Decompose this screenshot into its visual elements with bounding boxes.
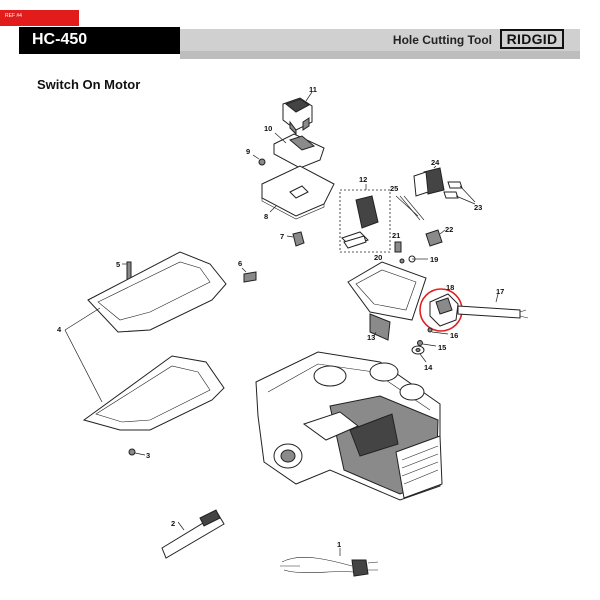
callout-19: 19 [430, 255, 438, 264]
part-2-label [161, 509, 225, 559]
callout-6: 6 [238, 259, 242, 268]
part-17-strain-relief [457, 293, 529, 319]
part-5-screw [122, 261, 132, 281]
part-18-highlighted-connector [419, 288, 463, 332]
motor-housing [255, 351, 443, 501]
callout-5: 5 [116, 260, 120, 269]
callout-9: 9 [246, 147, 250, 156]
callout-18: 18 [446, 283, 454, 292]
callout-11: 11 [309, 85, 317, 94]
header-accent [180, 51, 580, 59]
part-21-screw [394, 241, 402, 253]
part-24-circuit-breaker [413, 165, 445, 197]
callout-24: 24 [431, 158, 440, 167]
callout-3: 3 [146, 451, 150, 460]
part-8-mounting-plate [261, 165, 335, 220]
callout-21: 21 [392, 231, 400, 240]
part-1-power-cord [280, 548, 379, 577]
part-10-switch-plate [273, 132, 325, 169]
callout-25: 25 [390, 184, 398, 193]
part-25-wires [395, 195, 425, 221]
callout-7: 7 [280, 232, 284, 241]
part-22-cap [425, 229, 446, 247]
callout-20: 20 [374, 253, 382, 262]
callout-15: 15 [438, 343, 446, 352]
part-12-component-box [339, 184, 391, 253]
callout-2: 2 [171, 519, 175, 528]
callout-4: 4 [57, 325, 62, 334]
callout-10: 10 [264, 124, 272, 133]
ref-tag: REF #4 [0, 10, 79, 26]
callout-17: 17 [496, 287, 504, 296]
part-13-switch-housing [347, 261, 427, 341]
part-14-15-16-fasteners [411, 327, 449, 363]
section-title: Switch On Motor [37, 77, 141, 92]
callout-8: 8 [264, 212, 268, 221]
part-6-screw [241, 267, 257, 283]
callout-16: 16 [450, 331, 458, 340]
callout-23: 23 [474, 203, 482, 212]
callout-12: 12 [359, 175, 367, 184]
model-title: HC-450 [19, 27, 180, 54]
part-7-clip [286, 231, 305, 247]
callout-1: 1 [337, 540, 341, 549]
part-11-rocker-switch [282, 91, 313, 136]
callout-14: 14 [424, 363, 433, 372]
part-23-terminals [443, 181, 476, 205]
brand-logo: RIDGID [500, 29, 564, 49]
tool-name: Hole Cutting Tool [392, 33, 492, 47]
callout-13: 13 [367, 333, 375, 342]
callout-22: 22 [445, 225, 453, 234]
part-3-screw [128, 448, 146, 456]
part-4-frame-brackets [64, 251, 227, 431]
part-9-screw [252, 154, 266, 166]
part-19-20-fasteners [399, 255, 428, 264]
